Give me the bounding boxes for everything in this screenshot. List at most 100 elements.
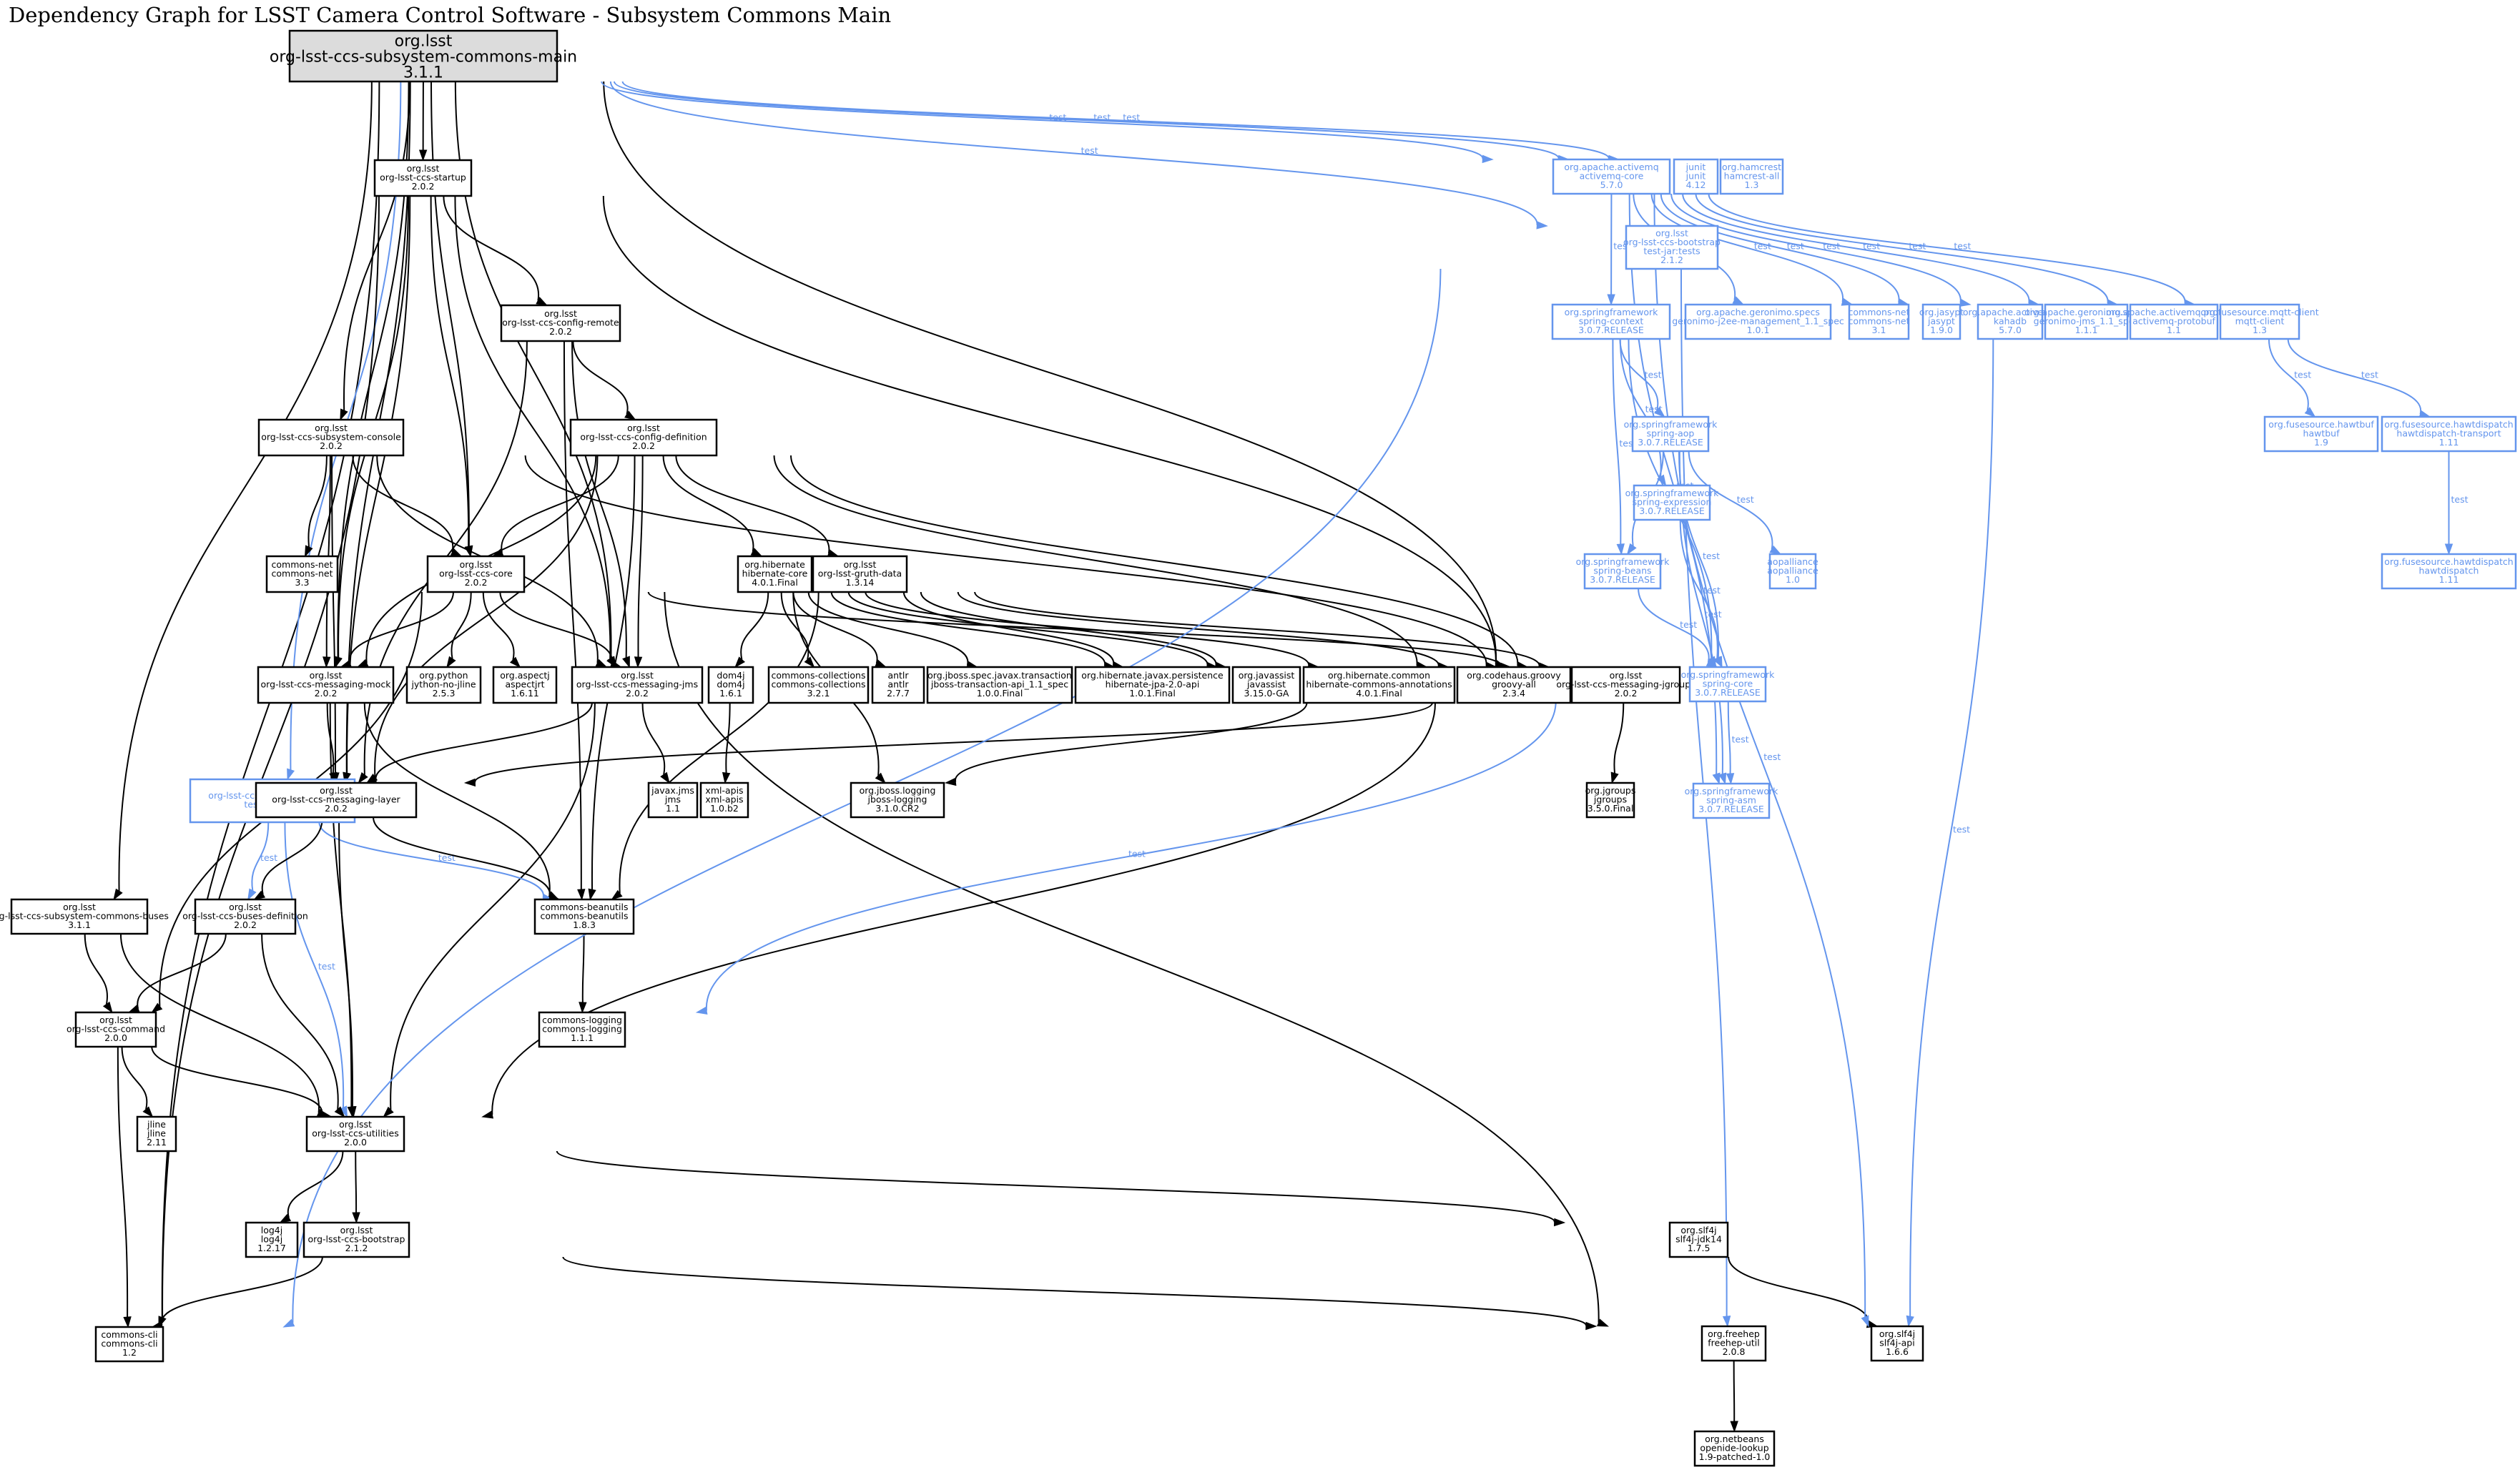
node-version: 2.1.2 (345, 1243, 368, 1253)
node-root[interactable]: org.lsstorg-lsst-ccs-subsystem-commons-m… (270, 29, 577, 83)
node-artifact-id: org-lsst-ccs-subsystem-commons-main (270, 49, 577, 66)
node-subsystem-console[interactable]: org.lsstorg-lsst-ccs-subsystem-console2.… (257, 418, 405, 457)
node-version: 1.0.1 (1747, 325, 1770, 335)
node-box (405, 666, 482, 704)
edge-line (162, 195, 380, 1318)
node-messaging-layer[interactable]: org.lsstorg-lsst-ccs-messaging-layer2.0.… (255, 781, 418, 819)
node-commons-collections[interactable]: commons-collectionscommons-collections3.… (767, 666, 870, 704)
node-artifact-id: org-lsst-ccs-config-remote (502, 317, 619, 327)
node-hibernate-annotations[interactable]: org.hibernate.commonhibernate-commons-an… (1302, 666, 1456, 704)
node-spring-core[interactable]: org.springframeworkspring-core3.0.7.RELE… (1681, 666, 1775, 703)
node-group-id: commons-net (272, 559, 333, 570)
edge-line (151, 1046, 323, 1115)
node-spring-context[interactable]: org.springframeworkspring-context3.0.7.R… (1551, 303, 1671, 340)
node-version: 2.0.2 (465, 577, 488, 588)
node-messaging-jgroups[interactable]: org.lsstorg-lsst-ccs-messaging-jgroups2.… (1556, 666, 1695, 704)
arrowhead (151, 1002, 163, 1013)
edge-line (374, 455, 599, 777)
node-box (373, 159, 473, 197)
node-artifact-id: test-jar:tests (1643, 246, 1700, 257)
node-box (1768, 553, 1817, 590)
arrowhead (383, 1106, 394, 1118)
node-bootstrap-tests[interactable]: org.lsstorg-lsst-ccs-bootstraptest-jar:t… (1623, 225, 1721, 270)
node-geronimo-jms[interactable]: org.apache.geronimo.specsgeronimo-jms_1.… (2024, 303, 2148, 340)
node-version: 2.3.4 (1502, 688, 1525, 699)
node-hawtdispatch-transport[interactable]: org.fusesource.hawtdispatchhawtdispatch-… (2381, 415, 2517, 453)
node-box (1692, 782, 1771, 819)
node-artifact-id: javassist (1246, 679, 1286, 689)
node-activemq-protobuf[interactable]: org.apache.activemq.protobufactivemq-pro… (2106, 303, 2242, 340)
edge-line (501, 455, 619, 553)
node-spring-beans[interactable]: org.springframeworkspring-beans3.0.7.REL… (1576, 553, 1670, 590)
node-artifact-id: antlr (887, 679, 909, 689)
node-geronimo-j2ee[interactable]: org.apache.geronimo.specsgeronimo-j2ee-m… (1672, 303, 1844, 340)
edge-root-to-startup (418, 81, 428, 162)
node-box (707, 666, 754, 704)
node-artifact-id: jasypt (1927, 315, 1955, 326)
node-hibernate-jpa[interactable]: org.hibernate.javax.persistencehibernate… (1074, 666, 1231, 704)
node-jboss-transaction[interactable]: org.jboss.spec.javax.transactionjboss-tr… (926, 666, 1073, 704)
node-spring-asm[interactable]: org.springframeworkspring-asm3.0.7.RELEA… (1685, 782, 1778, 819)
edge-line (602, 195, 1497, 665)
node-buses-definition[interactable]: org.lsstorg-lsst-ccs-buses-definition2.0… (182, 898, 308, 935)
node-version: 1.6.6 (1886, 1346, 1909, 1357)
node-hawtdispatch[interactable]: org.fusesource.hawtdispatchhawtdispatch1… (2381, 553, 2517, 590)
node-box (1870, 1325, 1924, 1362)
node-artifact-id: org-lsst-ccs-core (439, 568, 513, 578)
edge-line (251, 822, 270, 891)
edge-line (621, 81, 1610, 159)
node-config-definition[interactable]: org.lsstorg-lsst-ccs-config-definition2.… (569, 418, 718, 457)
arrowhead (304, 545, 313, 558)
node-version: 3.0.7.RELEASE (1639, 505, 1705, 516)
node-artifact-id: jython-no-jline (410, 679, 476, 689)
edge-line (454, 195, 611, 659)
edge-utilities-to-slf4j-jdk14 (556, 1150, 1566, 1227)
node-commons-buses[interactable]: org.lsstorg-lsst-ccs-subsystem-commons-b… (0, 898, 169, 935)
node-artifact-id: dom4j (717, 679, 744, 689)
arrowhead (1616, 543, 1625, 556)
node-group-id: org.lsst (310, 670, 343, 681)
node-openide[interactable]: org.netbeansopenide-lookup1.9-patched-1.… (1693, 1430, 1776, 1467)
node-artifact-id: org-lsst-ccs-buses-definition (182, 910, 308, 921)
node-spring-aop[interactable]: org.springframeworkspring-aop3.0.7.RELEA… (1624, 415, 1718, 453)
node-spring-expression[interactable]: org.springframeworkspring-expression3.0.… (1625, 484, 1719, 521)
